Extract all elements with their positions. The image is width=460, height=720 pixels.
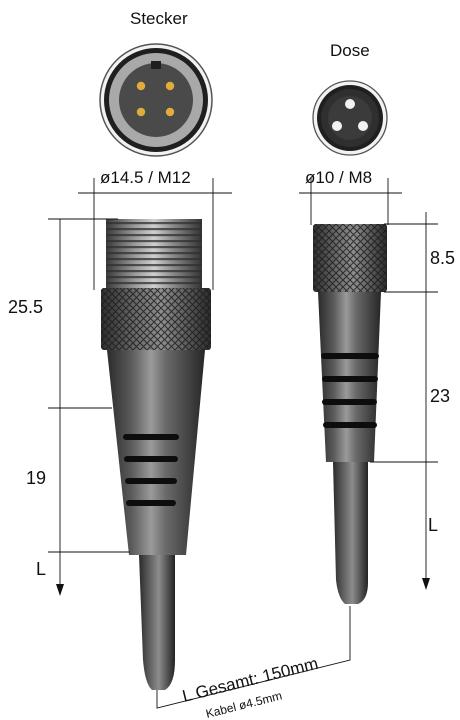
socket-arrow-down xyxy=(422,578,430,590)
plug-pin-3 xyxy=(136,107,146,117)
plug-grip-rib xyxy=(125,478,177,484)
socket-face xyxy=(312,80,388,156)
socket-title: Dose xyxy=(330,41,370,60)
plug-dim-cable: L xyxy=(36,559,46,579)
plug-title: Stecker xyxy=(130,9,188,28)
socket-contact-3 xyxy=(358,121,368,131)
socket-grip-rib xyxy=(321,353,379,359)
socket-cable xyxy=(333,462,368,604)
socket-grip-rib xyxy=(322,376,378,382)
socket-dim-mid: 23 xyxy=(430,386,450,406)
socket-dim-cable: L xyxy=(428,515,438,535)
plug-pin-1 xyxy=(136,81,146,91)
plug-body xyxy=(101,219,211,690)
plug-grip-rib xyxy=(123,434,179,440)
socket-contact-2 xyxy=(332,121,342,131)
socket-contact-1 xyxy=(345,99,355,109)
plug-arrow-down xyxy=(56,584,64,596)
plug-dim-top: 25.5 xyxy=(8,297,43,317)
socket-grip-rib xyxy=(322,399,377,405)
plug-key-notch xyxy=(151,61,161,69)
plug-grip-rib xyxy=(126,500,176,506)
plug-length-dimensions xyxy=(48,218,130,596)
plug-face xyxy=(99,43,213,157)
socket-diameter-label: ø10 / M8 xyxy=(305,168,372,187)
plug-pin-2 xyxy=(165,81,175,91)
socket-grip-rib xyxy=(323,422,377,428)
plug-diameter-dimension xyxy=(78,178,232,290)
socket-diameter-dimension xyxy=(299,178,402,225)
plug-grip-rib xyxy=(124,456,178,462)
socket-dim-top: 8.5 xyxy=(430,248,455,268)
plug-diameter-label: ø14.5 / M12 xyxy=(100,168,191,187)
plug-dim-mid: 19 xyxy=(26,468,46,488)
socket-length-dimensions xyxy=(370,212,438,590)
plug-grip xyxy=(107,350,205,555)
plug-pin-4 xyxy=(165,107,175,117)
socket-body xyxy=(313,224,387,604)
plug-cable xyxy=(139,555,175,690)
total-length-dimension xyxy=(156,606,351,709)
